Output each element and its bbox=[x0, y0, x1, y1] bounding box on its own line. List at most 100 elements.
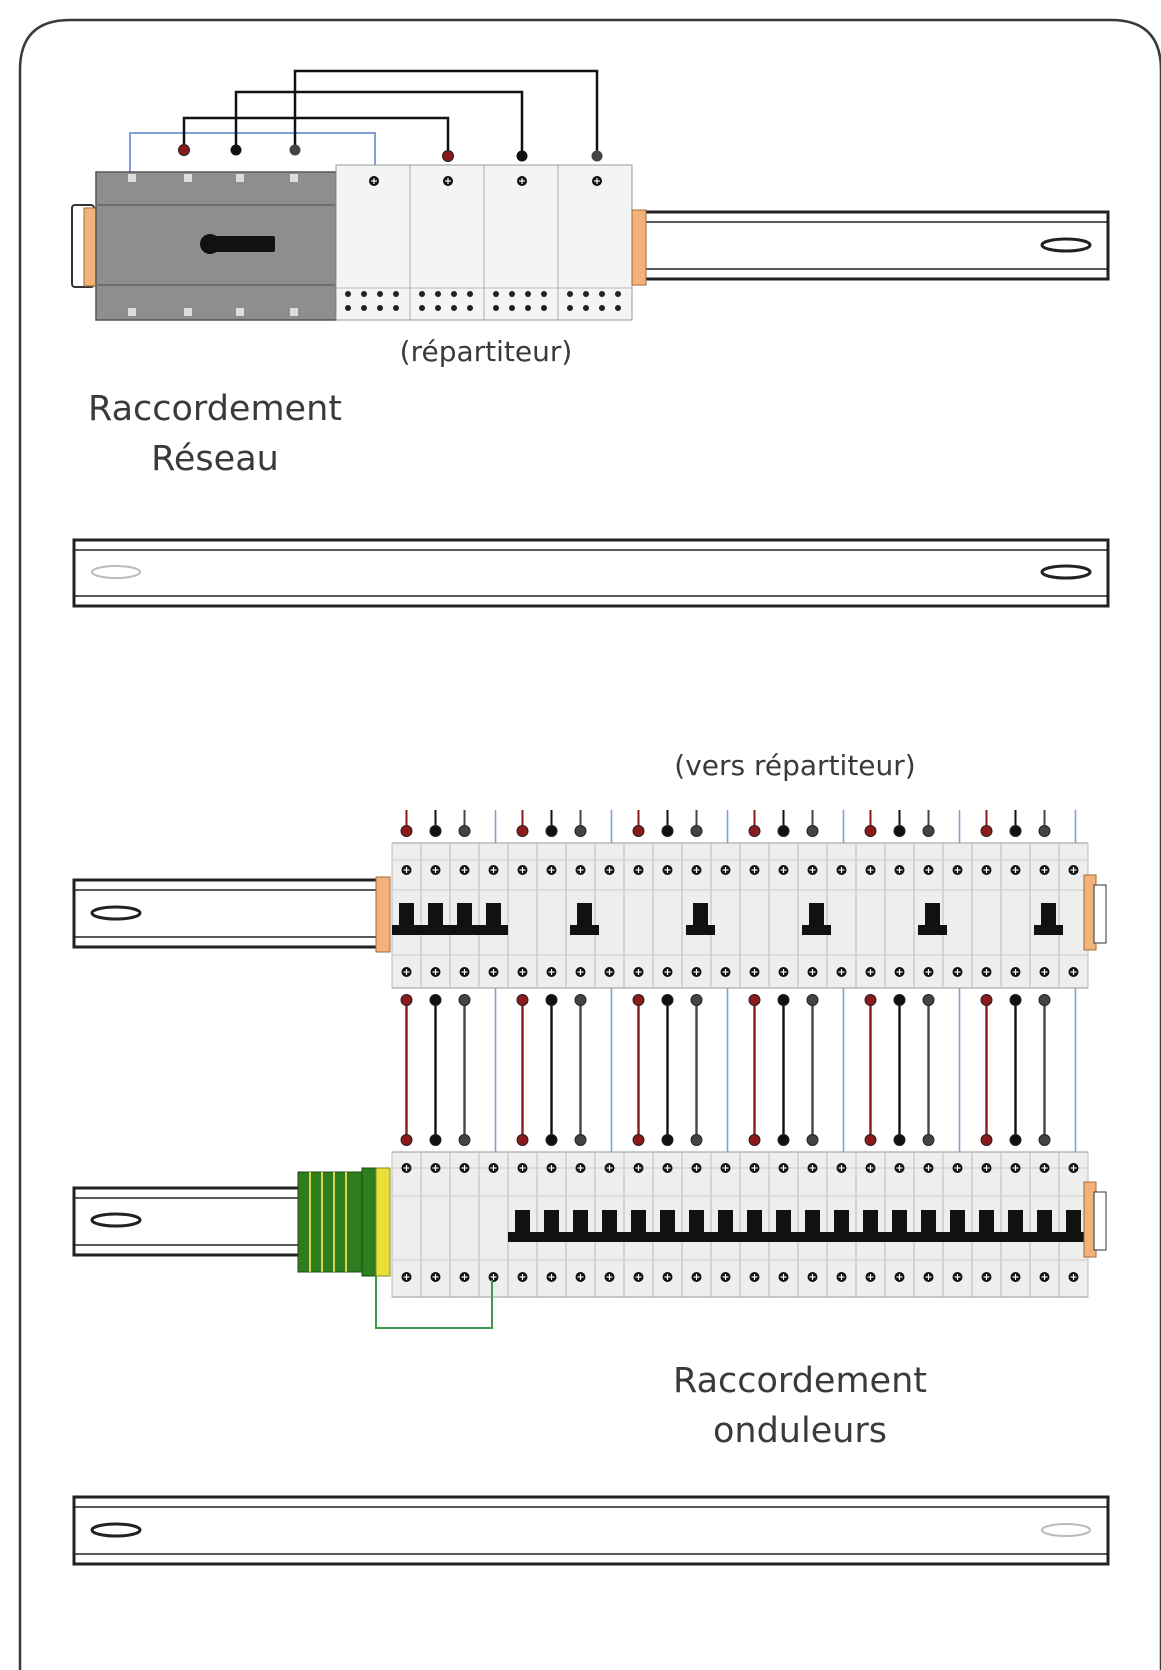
breaker-toggle bbox=[979, 1210, 994, 1234]
terminal-hole bbox=[393, 291, 399, 297]
rail-slot-icon bbox=[1040, 237, 1092, 253]
breaker-toggle bbox=[892, 1210, 907, 1234]
wire-terminal bbox=[748, 1134, 761, 1146]
breaker-toggle bbox=[660, 1210, 675, 1234]
wire-terminal bbox=[1009, 825, 1022, 837]
wire-terminal bbox=[545, 825, 558, 837]
wire-terminal bbox=[864, 825, 877, 837]
rail-slot-icon bbox=[90, 905, 142, 921]
terminal-hole bbox=[615, 291, 621, 297]
vers-repartiteur-label: (vers répartiteur) bbox=[674, 749, 915, 782]
wire-terminal bbox=[922, 825, 935, 837]
wire-terminal bbox=[922, 994, 935, 1006]
breaker-toggle bbox=[428, 903, 443, 927]
breaker-toggle bbox=[573, 1210, 588, 1234]
cabinet-outline bbox=[18, 18, 1161, 1670]
wire-terminal bbox=[429, 994, 442, 1006]
repartiteur-label: (répartiteur) bbox=[400, 335, 573, 368]
wire-terminal bbox=[574, 1134, 587, 1146]
wire-terminal bbox=[458, 994, 471, 1006]
wire-terminal bbox=[574, 825, 587, 837]
wire-terminal bbox=[690, 825, 703, 837]
terminal-hole bbox=[567, 291, 573, 297]
terminal-hole bbox=[451, 305, 457, 311]
interconnect-wires bbox=[400, 988, 1077, 1152]
breaker-toggle bbox=[809, 903, 824, 927]
terminal-hole bbox=[599, 291, 605, 297]
breaker-toggle bbox=[399, 903, 414, 927]
breaker-toggle bbox=[925, 903, 940, 927]
terminal-hole bbox=[567, 305, 573, 311]
breaker-toggle bbox=[693, 903, 708, 927]
wire-terminal bbox=[1038, 1134, 1051, 1146]
rail-slot-icon bbox=[91, 565, 141, 579]
rail-slot-icon bbox=[1040, 564, 1092, 580]
din-rail-3 bbox=[72, 878, 384, 949]
wire-terminal bbox=[400, 1134, 413, 1146]
wire-terminal bbox=[516, 1134, 529, 1146]
breaker-toggle bbox=[689, 1210, 704, 1234]
terminal-hole bbox=[345, 305, 351, 311]
breaker-toggle bbox=[1008, 1210, 1023, 1234]
earth-terminal-block-icon bbox=[297, 1167, 391, 1277]
breaker-toggle bbox=[457, 903, 472, 927]
breaker-toggle bbox=[1066, 1210, 1081, 1234]
terminal-hole bbox=[583, 305, 589, 311]
breaker-toggle bbox=[863, 1210, 878, 1234]
rail-slot-icon bbox=[90, 1212, 142, 1228]
raccordement-reseau-line1: Raccordement bbox=[88, 389, 342, 429]
distribution-block-icon bbox=[335, 164, 633, 321]
terminal-hole bbox=[541, 291, 547, 297]
raccordement-reseau-line2: Réseau bbox=[151, 439, 279, 479]
terminal-hole bbox=[377, 305, 383, 311]
terminal-hole bbox=[467, 291, 473, 297]
breaker-toggle bbox=[486, 903, 501, 927]
wire-terminal bbox=[893, 1134, 906, 1146]
wire-terminal bbox=[661, 994, 674, 1006]
wire-terminal bbox=[574, 994, 587, 1006]
breaker-toggle bbox=[602, 1210, 617, 1234]
din-rail-1 bbox=[633, 210, 1110, 281]
breaker-toggle bbox=[921, 1210, 936, 1234]
circuit-breaker-icon bbox=[802, 925, 831, 935]
wire-terminal bbox=[632, 1134, 645, 1146]
terminal-hole bbox=[493, 291, 499, 297]
breaker-toggle bbox=[631, 1210, 646, 1234]
wire-terminal bbox=[632, 994, 645, 1006]
wire-terminal bbox=[458, 1134, 471, 1146]
wire-terminal bbox=[429, 825, 442, 837]
terminal-hole bbox=[583, 291, 589, 297]
wire-terminal bbox=[1038, 825, 1051, 837]
wire-terminal bbox=[748, 994, 761, 1006]
terminal-hole bbox=[509, 305, 515, 311]
din-rail-5 bbox=[72, 1495, 1110, 1566]
breaker-toggle bbox=[805, 1210, 820, 1234]
raccordement-onduleurs-line2: onduleurs bbox=[713, 1411, 887, 1451]
raccordement-onduleurs-line1: Raccordement bbox=[673, 1361, 927, 1401]
circuit-breaker-icon bbox=[918, 925, 947, 935]
terminal-hole bbox=[435, 305, 441, 311]
wire-terminal bbox=[1038, 994, 1051, 1006]
wire-terminal bbox=[806, 1134, 819, 1146]
wire-terminal bbox=[632, 825, 645, 837]
wire-terminal bbox=[806, 825, 819, 837]
top-wiring bbox=[129, 69, 599, 172]
terminal-hole bbox=[467, 305, 473, 311]
wire-terminal bbox=[980, 994, 993, 1006]
circuit-breaker-icon bbox=[392, 925, 508, 935]
wire-terminal bbox=[777, 825, 790, 837]
wire-terminal bbox=[777, 994, 790, 1006]
breaker-toggle bbox=[515, 1210, 530, 1234]
rail-end-stop-icon bbox=[375, 874, 1107, 1258]
terminal-hole bbox=[435, 291, 441, 297]
wire-terminal bbox=[1009, 994, 1022, 1006]
wire-terminal bbox=[545, 1134, 558, 1146]
wire-terminal bbox=[516, 825, 529, 837]
wire-terminal bbox=[893, 825, 906, 837]
terminal-hole bbox=[615, 305, 621, 311]
circuit-breaker-icon bbox=[508, 1232, 1088, 1242]
wire-terminal bbox=[545, 994, 558, 1006]
wire-terminal bbox=[400, 825, 413, 837]
rail-end-stop-icon bbox=[631, 209, 647, 286]
